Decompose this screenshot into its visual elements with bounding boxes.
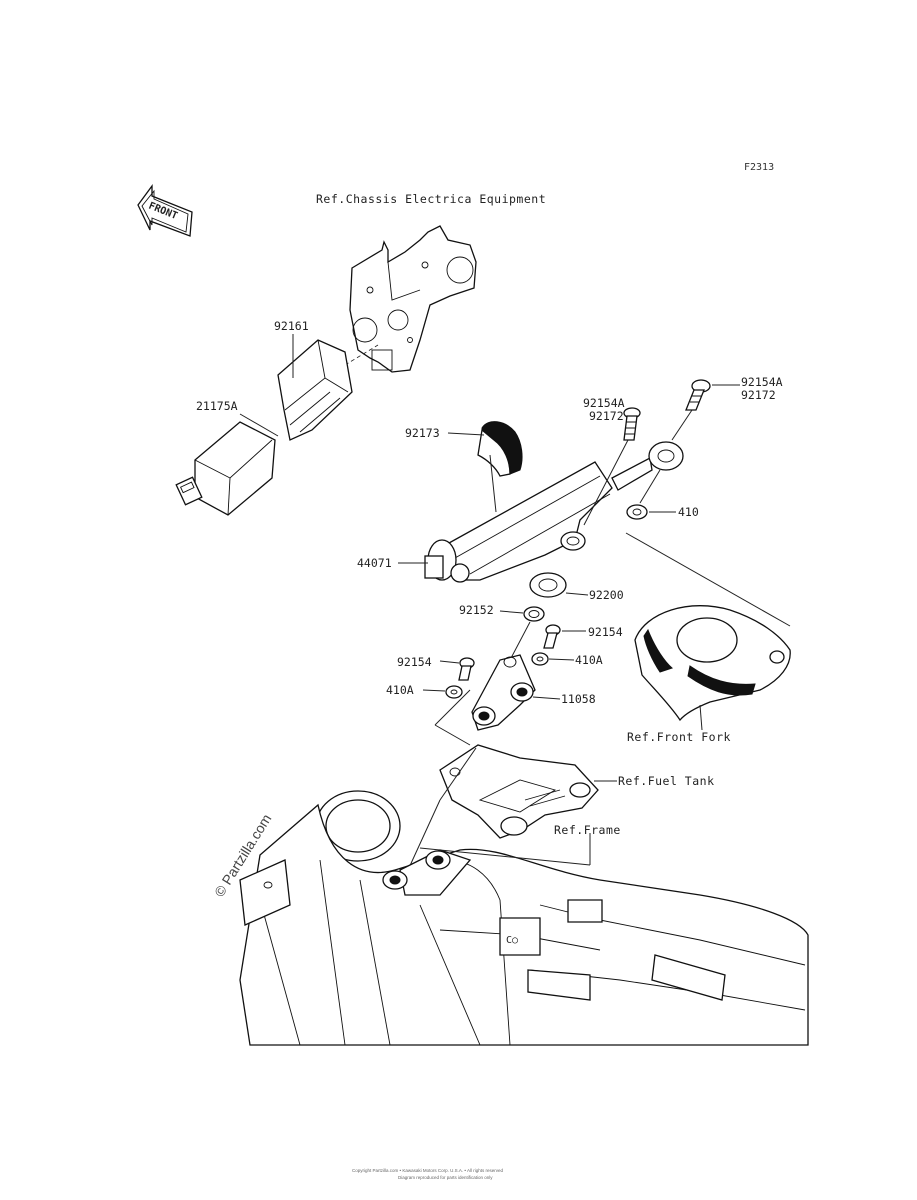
collar-92200 bbox=[529, 572, 567, 598]
label-92173: 92173 bbox=[405, 426, 440, 440]
label-92154-left: 92154 bbox=[397, 655, 432, 669]
bolt-92154-left bbox=[458, 657, 475, 681]
fuel-tank-bracket bbox=[439, 744, 599, 839]
bracket-11058 bbox=[471, 654, 536, 731]
ref-front-fork: Ref.Front Fork bbox=[627, 730, 731, 744]
washer-410A-right bbox=[531, 652, 549, 666]
part-21175A-ecu bbox=[175, 421, 276, 516]
bolt-92154A-b bbox=[685, 379, 711, 411]
label-92161: 92161 bbox=[274, 319, 309, 333]
part-92161-holder bbox=[277, 339, 353, 441]
front-arrow-icon: FRONT bbox=[137, 184, 193, 237]
label-44071: 44071 bbox=[357, 556, 392, 570]
label-410: 410 bbox=[678, 505, 699, 519]
ref-frame: Ref.Frame bbox=[554, 823, 621, 837]
frame: C○ bbox=[239, 790, 809, 1046]
label-92154-right: 92154 bbox=[588, 625, 623, 639]
figure-code: F2313 bbox=[744, 162, 774, 173]
washer-410A-left bbox=[445, 685, 463, 699]
footer-copyright-2: Diagram reproduced for parts identificat… bbox=[398, 1175, 493, 1180]
electrical-bracket bbox=[349, 225, 477, 373]
label-92154A-b: 92154A bbox=[741, 375, 783, 389]
label-92154A-a: 92154A bbox=[583, 396, 625, 410]
collar-92152 bbox=[523, 606, 545, 622]
label-92172-a: 92172 bbox=[589, 409, 624, 423]
label-410A-left: 410A bbox=[386, 683, 414, 697]
part-44071-steering-damper bbox=[424, 441, 684, 583]
label-92200: 92200 bbox=[589, 588, 624, 602]
label-92172-b: 92172 bbox=[741, 388, 776, 402]
footer-copyright-1: Copyright Partzilla.com • Kawasaki Motor… bbox=[352, 1168, 503, 1173]
ref-fuel-tank: Ref.Fuel Tank bbox=[618, 774, 715, 788]
ref-chassis-electrical: Ref.Chassis Electrica Equipment bbox=[316, 192, 546, 206]
front-fork-bracket bbox=[634, 605, 791, 722]
label-21175A: 21175A bbox=[196, 399, 238, 413]
bolt-92154-right bbox=[543, 624, 561, 649]
washer-410 bbox=[626, 504, 648, 520]
part-92173-clamp bbox=[477, 421, 523, 477]
frame-marking: C○ bbox=[506, 935, 518, 946]
bolt-92154A-a bbox=[623, 407, 641, 441]
label-92152: 92152 bbox=[459, 603, 494, 617]
label-11058: 11058 bbox=[561, 692, 596, 706]
label-410A-right: 410A bbox=[575, 653, 603, 667]
